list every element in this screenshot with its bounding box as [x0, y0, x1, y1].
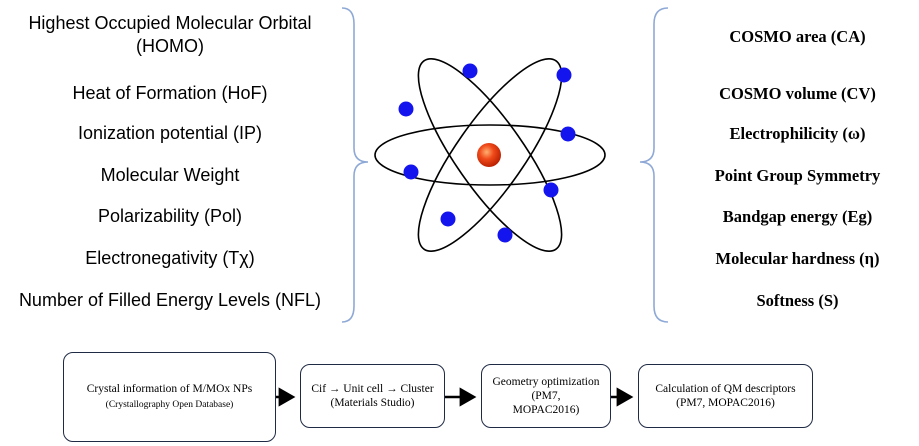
- descriptor-softness: Softness (S): [756, 291, 839, 310]
- orbit-diagonal-a: [417, 58, 563, 252]
- workflow-step-cluster-title: Cif → Unit cell → Cluster: [311, 383, 434, 395]
- workflow-step-geometry-optimization: Geometry optimization (PM7, MOPAC2016): [481, 364, 611, 428]
- descriptor-ip: Ionization potential (IP): [77, 123, 263, 143]
- workflow-step-cluster-tool: (Materials Studio): [330, 397, 415, 409]
- workflow-step-crystal-info-title: Crystal information of M/MOx NPs: [86, 383, 253, 395]
- electron: [403, 164, 419, 180]
- orbit-horizontal: [374, 124, 606, 186]
- descriptor-nfl: Number of Filled Energy Levels (NFL): [18, 290, 322, 310]
- electron: [462, 63, 478, 79]
- descriptor-homo-line1: Highest Occupied Molecular Orbital: [28, 13, 312, 33]
- workflow-step-crystal-info: Crystal information of M/MOx NPs (Crysta…: [63, 352, 276, 442]
- electron: [560, 126, 576, 142]
- descriptor-cosmo-volume: COSMO volume (CV): [719, 84, 876, 103]
- nucleus: [477, 143, 501, 167]
- workflow-step-qm-tool: (PM7, MOPAC2016): [676, 397, 775, 409]
- workflow-step-qm-descriptors: Calculation of QM descriptors (PM7, MOPA…: [638, 364, 813, 428]
- electron: [543, 182, 559, 198]
- descriptor-point-group-symmetry: Point Group Symmetry: [714, 166, 881, 185]
- workflow-step-cluster: Cif → Unit cell → Cluster (Materials Stu…: [300, 364, 445, 428]
- workflow-step-crystal-info-source: (Crystallography Open Database): [105, 400, 234, 410]
- electron: [556, 67, 572, 83]
- descriptor-polarizability: Polarizability (Pol): [97, 206, 243, 226]
- descriptor-hardness: Molecular hardness (η): [715, 249, 880, 268]
- descriptor-homo-line2: (HOMO): [136, 36, 204, 56]
- workflow-step-geometry-title: Geometry optimization (PM7,: [492, 376, 600, 402]
- orbit-diagonal-b: [417, 58, 563, 252]
- descriptor-hof: Heat of Formation (HoF): [72, 83, 268, 103]
- right-brace: [639, 7, 669, 323]
- workflow-step-geometry-tool: MOPAC2016): [512, 404, 580, 416]
- descriptor-electrophilicity: Electrophilicity (ω): [729, 124, 866, 143]
- workflow-step-qm-title: Calculation of QM descriptors: [655, 383, 796, 395]
- left-brace: [341, 7, 369, 323]
- descriptor-cosmo-area: COSMO area (CA): [729, 27, 866, 46]
- electron: [440, 211, 456, 227]
- descriptor-molecular-weight: Molecular Weight: [100, 165, 240, 185]
- atom-model-icon: [374, 58, 606, 252]
- descriptor-electronegativity: Electronegativity (Tχ): [85, 248, 255, 268]
- electron: [497, 227, 513, 243]
- descriptor-bandgap: Bandgap energy (Eg): [722, 207, 873, 226]
- electron: [398, 101, 414, 117]
